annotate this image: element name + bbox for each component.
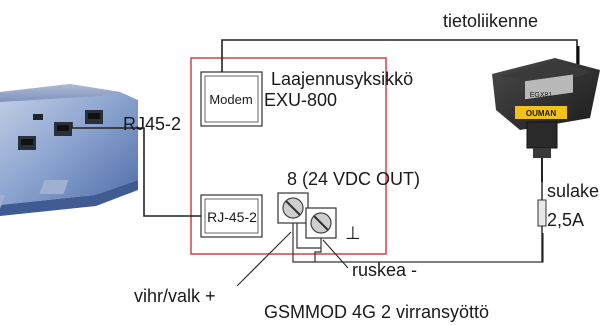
ground-symbol: ⊥ (345, 223, 361, 243)
brown-callout (322, 239, 349, 269)
fuse (537, 182, 547, 262)
modem-box: Modem (200, 71, 263, 127)
rj45-port-box: RJ-45-2 (200, 194, 263, 238)
controller-usb-port (33, 114, 43, 120)
gsm-modem-device: OUMAN EGX81 (492, 46, 600, 182)
modem-label-plate (515, 106, 567, 119)
green-white-wire-label: vihr/valk + (134, 286, 216, 306)
controller-photo (0, 75, 138, 223)
rj45-cable-label: RJ45-2 (123, 114, 181, 134)
modem-box-label: Modem (209, 92, 252, 107)
expansion-unit-title: Laajennusyksikkö (271, 69, 413, 89)
modem-model-label: EGX81 (530, 92, 553, 99)
serial-connector (526, 121, 558, 149)
rj45-port-label: RJ-45-2 (207, 209, 257, 225)
controller-rj45-port-c (85, 110, 103, 124)
screw-terminal-ground (305, 207, 337, 239)
fuse-rating-label: 2,5A (547, 210, 584, 230)
controller-rj45-port-a (18, 136, 36, 150)
expansion-unit-box (190, 57, 387, 255)
power-wire-join (296, 223, 321, 249)
expansion-unit-model: EXU-800 (264, 90, 337, 110)
comm-line-label: tietoliikenne (443, 11, 538, 31)
screw-terminal-positive (277, 192, 309, 224)
modem-brand-label: OUMAN (526, 109, 556, 118)
green-white-callout (236, 231, 292, 287)
fuse-label: sulake (547, 181, 599, 201)
power-wire-negative (314, 238, 322, 262)
power-output-label: 8 (24 VDC OUT) (287, 169, 420, 189)
rj45-cable (71, 122, 201, 217)
controller-rj45-port-b (54, 122, 72, 136)
power-supply-caption: GSMMOD 4G 2 virransyöttö (264, 302, 489, 322)
power-wire-positive (292, 223, 544, 263)
brown-wire-label: ruskea - (352, 260, 417, 280)
